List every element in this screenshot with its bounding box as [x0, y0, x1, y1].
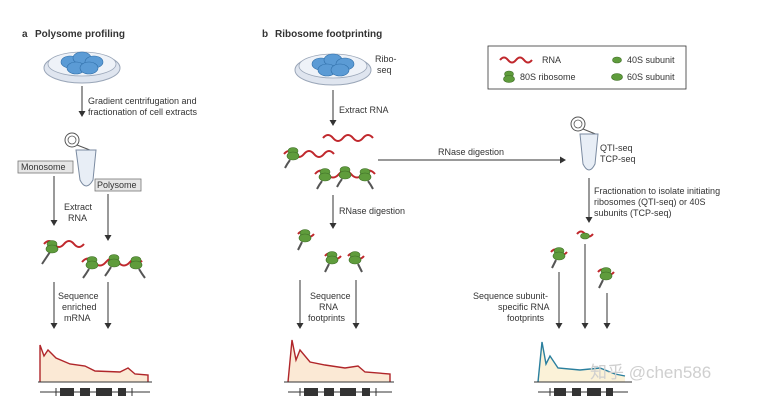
label-seq-subunit-2: specific RNA — [498, 302, 550, 312]
label-extract-a-1: Extract — [64, 202, 93, 212]
label-fractionation-3: subunits (TCP-seq) — [594, 208, 672, 218]
gene-model-a — [40, 388, 150, 396]
polysome-box — [94, 178, 142, 192]
legend-60s-swatch — [611, 73, 623, 81]
petri-dish-b — [294, 53, 372, 86]
read-profile-subunit — [534, 341, 632, 383]
polysome-mrna-a — [81, 254, 146, 279]
panel-b-letter: b — [262, 29, 268, 40]
mrna-monosome-b — [283, 147, 335, 169]
label-sequence-b-2: RNA — [319, 302, 338, 312]
panel-a-letter: a — [22, 29, 28, 40]
read-profile-b — [284, 339, 394, 383]
label-sequence-b-3: footprints — [308, 313, 346, 323]
gene-model-b — [288, 388, 392, 396]
label-extract-b: Extract RNA — [339, 105, 389, 115]
label-tcp-seq: TCP-seq — [600, 154, 636, 164]
legend-60s-label: 60S subunit — [627, 72, 675, 82]
mrna-free-b — [322, 134, 374, 142]
label-sequence-a-3: mRNA — [64, 313, 91, 323]
legend-rna-label: RNA — [542, 55, 561, 65]
centrifuge-tube-b — [570, 116, 599, 171]
label-polysome: Polysome — [97, 180, 137, 190]
centrifuge-tube-a — [64, 132, 97, 187]
label-rnase-horizontal: RNase digestion — [438, 147, 504, 157]
label-riboseq-1: Ribo- — [375, 54, 397, 64]
footprints-b — [297, 229, 365, 273]
label-extract-a-2: RNA — [68, 213, 87, 223]
label-riboseq-2: seq — [377, 65, 392, 75]
mrna-polysome-b — [314, 166, 376, 190]
label-seq-subunit-3: footprints — [507, 313, 545, 323]
monosome-box — [17, 160, 74, 174]
subunit-footprints — [550, 230, 615, 289]
panel-b-title: Ribosome footprinting — [275, 29, 382, 40]
monosome-mrna-a — [41, 240, 85, 265]
label-sequence-b-1: Sequence — [310, 291, 351, 301]
label-fractionation-2: ribosomes (QTI-seq) or 40S — [594, 197, 706, 207]
legend-80s-label: 80S ribosome — [520, 72, 576, 82]
label-gradient-2: fractionation of cell extracts — [88, 107, 198, 117]
legend-rna-swatch — [499, 56, 533, 64]
panel-a-title: Polysome profiling — [35, 29, 125, 40]
label-seq-subunit-1: Sequence subunit- — [473, 291, 548, 301]
label-rnase-vertical: RNase digestion — [339, 206, 405, 216]
label-sequence-a-2: enriched — [62, 302, 97, 312]
legend-40s-swatch — [612, 56, 622, 64]
petri-dish-a — [43, 51, 121, 84]
legend — [487, 45, 687, 90]
gene-model-subunit — [538, 388, 628, 396]
legend-40s-label: 40S subunit — [627, 55, 675, 65]
label-fractionation-1: Fractionation to isolate initiating — [594, 186, 720, 196]
label-sequence-a-1: Sequence — [58, 291, 99, 301]
label-gradient-1: Gradient centrifugation and — [88, 96, 197, 106]
watermark: 知乎 @chen586 — [590, 363, 711, 382]
label-monosome: Monosome — [21, 162, 66, 172]
read-profile-a — [38, 344, 152, 383]
label-qti-seq: QTI-seq — [600, 143, 633, 153]
